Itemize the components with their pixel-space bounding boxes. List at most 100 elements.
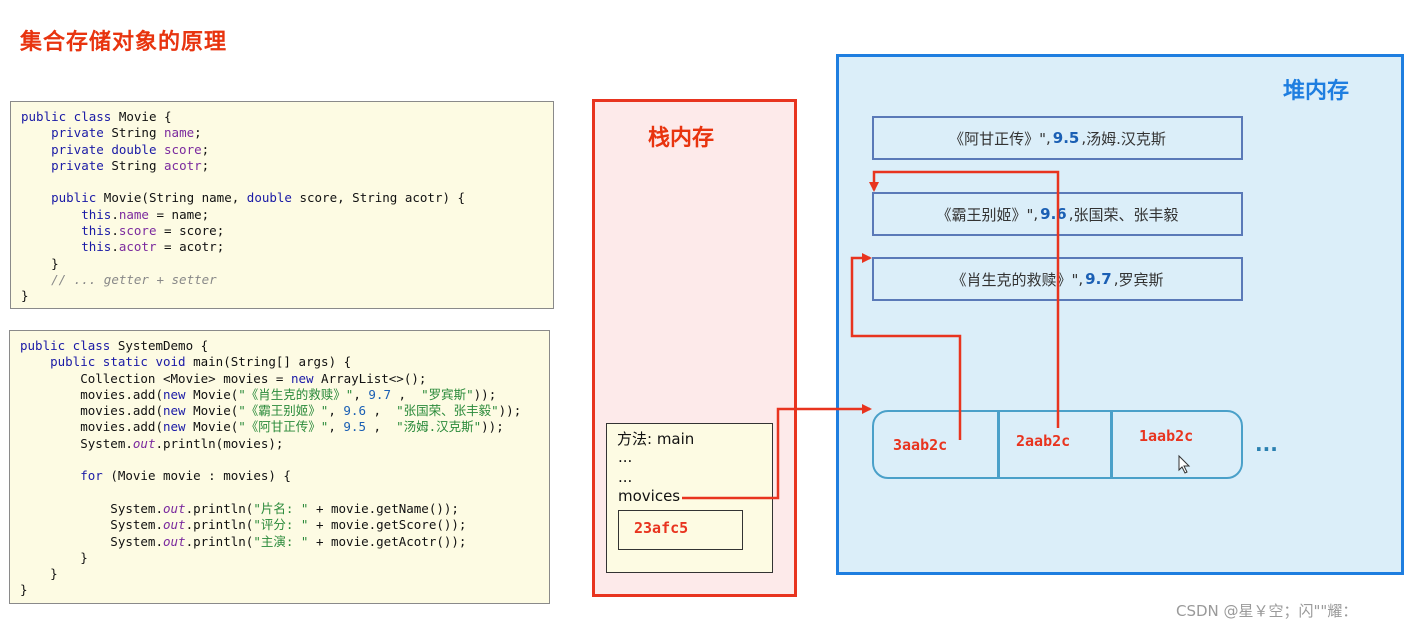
code-token: Movie(	[193, 419, 239, 435]
code-line: public static void main(String[] args) {	[20, 354, 539, 370]
code-token: movies.add(	[20, 403, 163, 419]
code-line: this.acotr = acotr;	[21, 239, 543, 255]
code-line: }	[21, 256, 543, 272]
code-line: }	[20, 582, 539, 598]
code-token: 9.5	[343, 419, 366, 435]
code-token: = score;	[156, 223, 225, 239]
code-token: ,	[365, 419, 397, 435]
list-divider	[1110, 411, 1113, 478]
code-token: "主演: "	[253, 533, 309, 549]
code-line: }	[21, 288, 543, 304]
arrow-slot1-to-shawshank	[850, 253, 962, 440]
code-token: out	[163, 500, 186, 516]
code-token: "片名: "	[253, 500, 309, 516]
list-slot-address: 1aab2c	[1139, 427, 1194, 445]
code-line: System.out.println("主演: " + movie.getAco…	[20, 534, 539, 550]
code-token: System.	[20, 533, 163, 549]
page-title: 集合存储对象的原理	[20, 30, 228, 55]
code-token: ,	[390, 386, 422, 402]
code-token: = acotr;	[156, 239, 225, 255]
code-line: movies.add(new Movie("《阿甘正传》", 9.5 , "汤姆…	[20, 419, 539, 435]
movie-object-forrest-gump: 《阿甘正传》" , 9.5 , 汤姆.汉克斯	[872, 116, 1243, 160]
code-token: this	[81, 239, 112, 255]
code-line: public class SystemDemo {	[20, 338, 539, 354]
code-token: ArrayList<>();	[321, 370, 427, 386]
list-divider	[997, 411, 1000, 478]
movie-object-actor: 罗宾斯	[1118, 270, 1164, 289]
code-token: String	[111, 125, 165, 141]
code-line: movies.add(new Movie("《肖生克的救赎》", 9.7 , "…	[20, 387, 539, 403]
code-token: }	[20, 549, 88, 565]
movie-object-title: 《阿甘正传》"	[949, 129, 1046, 148]
code-token: "汤姆.汉克斯"	[396, 419, 482, 435]
code-token: + movie.getName());	[308, 500, 459, 516]
movie-object-actor: 汤姆.汉克斯	[1086, 129, 1166, 148]
system-demo-code: public class SystemDemo { public static …	[9, 330, 550, 604]
code-token: ,	[365, 403, 397, 419]
code-line: private double score;	[21, 142, 543, 158]
code-token: ,	[328, 403, 344, 419]
code-token: System.	[20, 435, 133, 451]
movie-object-score: 9.5	[1052, 129, 1080, 147]
code-token: movies.add(	[20, 386, 163, 402]
movie-object-score: 9.7	[1085, 270, 1112, 288]
movie-object-title: 《霸王别姬》"	[936, 205, 1034, 224]
code-token: main(String[] args) {	[193, 354, 352, 370]
code-token: .println(movies);	[155, 435, 284, 451]
code-token: private	[51, 125, 112, 141]
code-token: 9.7	[368, 386, 391, 402]
code-line: movies.add(new Movie("《霸王别姬》", 9.6 , "张国…	[20, 403, 539, 419]
code-token: + movie.getScore());	[308, 517, 467, 533]
code-line: System.out.println("片名: " + movie.getNam…	[20, 501, 539, 517]
code-token: ));	[498, 403, 522, 419]
code-token: "评分: "	[253, 517, 309, 533]
code-token: }	[20, 566, 58, 582]
code-token: "《肖生克的救赎》"	[238, 386, 354, 402]
code-token: name	[118, 206, 149, 222]
code-token: for	[80, 468, 111, 484]
list-slot-address: 2aab2c	[1016, 432, 1071, 450]
code-line: this.name = name;	[21, 207, 543, 223]
code-token: score, String acotr) {	[299, 190, 466, 206]
code-token: private	[51, 157, 112, 173]
code-token: .println(	[185, 517, 254, 533]
code-token: ;	[194, 125, 202, 141]
code-token: "张国荣、张丰毅"	[396, 403, 499, 419]
code-token: .println(	[185, 500, 254, 516]
code-token: ;	[201, 141, 210, 157]
code-line: public Movie(String name, double score, …	[21, 190, 543, 206]
code-token: "罗宾斯"	[421, 386, 474, 402]
frame-address: 23afc5	[634, 519, 689, 537]
code-line: }	[20, 566, 539, 582]
code-token: out	[132, 435, 156, 451]
movie-object-actor: 张国荣、张丰毅	[1073, 205, 1179, 224]
code-token: score	[118, 223, 157, 239]
arrow-stack-to-list	[682, 404, 872, 500]
code-token: public class	[21, 109, 119, 124]
code-token: private double	[51, 141, 164, 157]
movie-class-code: public class Movie { private String name…	[10, 101, 554, 309]
code-token: System.	[20, 517, 163, 533]
code-token: public static void	[50, 354, 194, 370]
watermark: CSDN @星￥空；闪""耀：	[1176, 602, 1358, 620]
frame-address-box	[618, 510, 743, 550]
code-token: new	[163, 403, 194, 419]
code-token: new	[163, 386, 194, 402]
code-line: private String name;	[21, 125, 543, 141]
code-token: ,	[328, 419, 344, 435]
code-token: .	[111, 223, 119, 239]
code-token: public	[51, 190, 104, 206]
code-token: String	[111, 157, 165, 173]
code-token: out	[163, 533, 186, 549]
code-token: new	[163, 419, 194, 435]
code-token: "《阿甘正传》"	[238, 419, 329, 435]
code-token: .	[111, 206, 119, 222]
frame-dots-1: ...	[618, 448, 633, 466]
frame-method-label: 方法: main	[617, 430, 695, 448]
arrow-slot2-to-forrest	[869, 170, 1060, 428]
code-line: }	[20, 550, 539, 566]
list-more-dots: ...	[1255, 432, 1278, 456]
code-token: = name;	[148, 206, 210, 222]
code-line: // ... getter + setter	[21, 272, 543, 288]
frame-variable-label: movices	[618, 487, 681, 505]
